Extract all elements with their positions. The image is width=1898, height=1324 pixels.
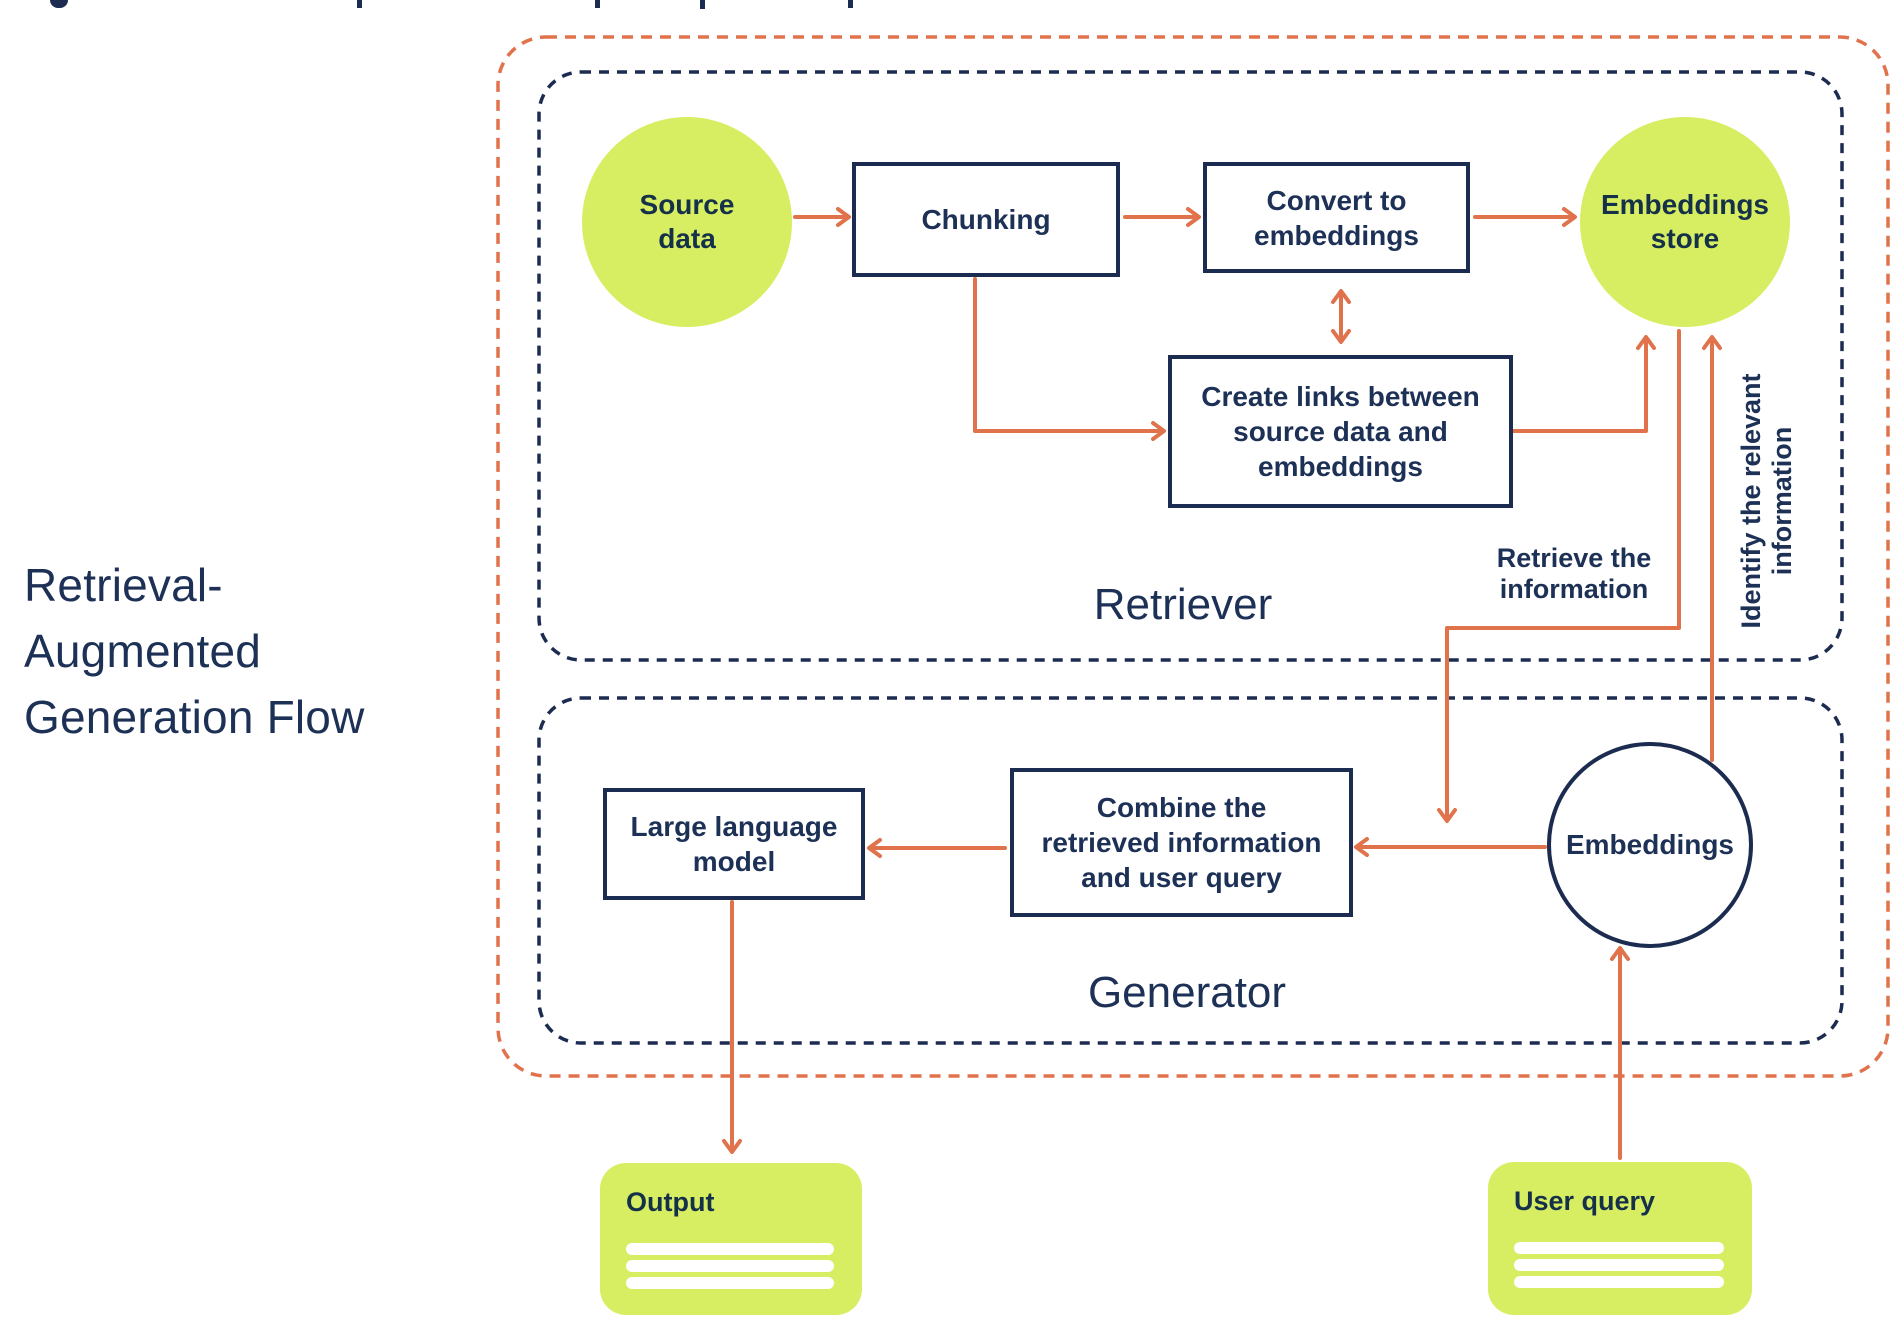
node-large-language-model: Large language model bbox=[603, 788, 865, 900]
text-line bbox=[626, 1260, 834, 1272]
outer-dashed-frame bbox=[496, 35, 1890, 1078]
node-chunking: Chunking bbox=[852, 162, 1120, 277]
arrow-chunking-to-create-links bbox=[973, 277, 1166, 441]
output-card: Output bbox=[600, 1163, 862, 1315]
output-card-text-lines bbox=[626, 1243, 836, 1289]
arrow-create-links-to-store bbox=[1511, 335, 1656, 433]
text-line bbox=[1514, 1276, 1724, 1288]
node-source-data-label: Source data bbox=[639, 189, 735, 254]
node-embeddings-store-label: Embeddings store bbox=[1600, 189, 1769, 254]
node-create-links-label: Create links between source data and emb… bbox=[1201, 381, 1480, 482]
retriever-dashed-frame bbox=[537, 70, 1844, 662]
generator-dashed-frame bbox=[537, 696, 1844, 1045]
page-title: Retrieval- Augmented Generation Flow bbox=[24, 559, 365, 743]
user-query-card: User query bbox=[1488, 1162, 1752, 1315]
identify-information-label: Identify the relevant information bbox=[1736, 373, 1797, 629]
retrieve-information-label: Retrieve the information bbox=[1496, 543, 1652, 604]
arrow-retrieve-information bbox=[1437, 329, 1681, 823]
user-query-card-label: User query bbox=[1514, 1186, 1656, 1216]
node-embeddings-label: Embeddings bbox=[1565, 829, 1734, 860]
node-embeddings: Embeddings bbox=[1547, 742, 1753, 948]
output-card-label: Output bbox=[626, 1187, 715, 1217]
retriever-section-label: Retriever bbox=[1093, 580, 1273, 629]
node-convert-to-embeddings: Convert to embeddings bbox=[1203, 162, 1470, 273]
node-create-links: Create links between source data and emb… bbox=[1168, 355, 1513, 508]
text-line bbox=[626, 1277, 834, 1289]
node-source-data: Source data bbox=[582, 117, 792, 327]
user-query-card-text-lines bbox=[1514, 1242, 1726, 1288]
node-combine-label: Combine the retrieved information and us… bbox=[1041, 792, 1322, 893]
generator-section-label: Generator bbox=[1087, 968, 1287, 1017]
node-large-language-model-label: Large language model bbox=[630, 811, 838, 877]
text-line bbox=[1514, 1259, 1724, 1271]
node-convert-to-embeddings-label: Convert to embeddings bbox=[1254, 184, 1419, 251]
text-line bbox=[1514, 1242, 1724, 1254]
text-line bbox=[626, 1243, 834, 1255]
node-combine: Combine the retrieved information and us… bbox=[1010, 768, 1353, 917]
node-chunking-label: Chunking bbox=[921, 204, 1051, 235]
node-embeddings-store: Embeddings store bbox=[1580, 117, 1790, 327]
